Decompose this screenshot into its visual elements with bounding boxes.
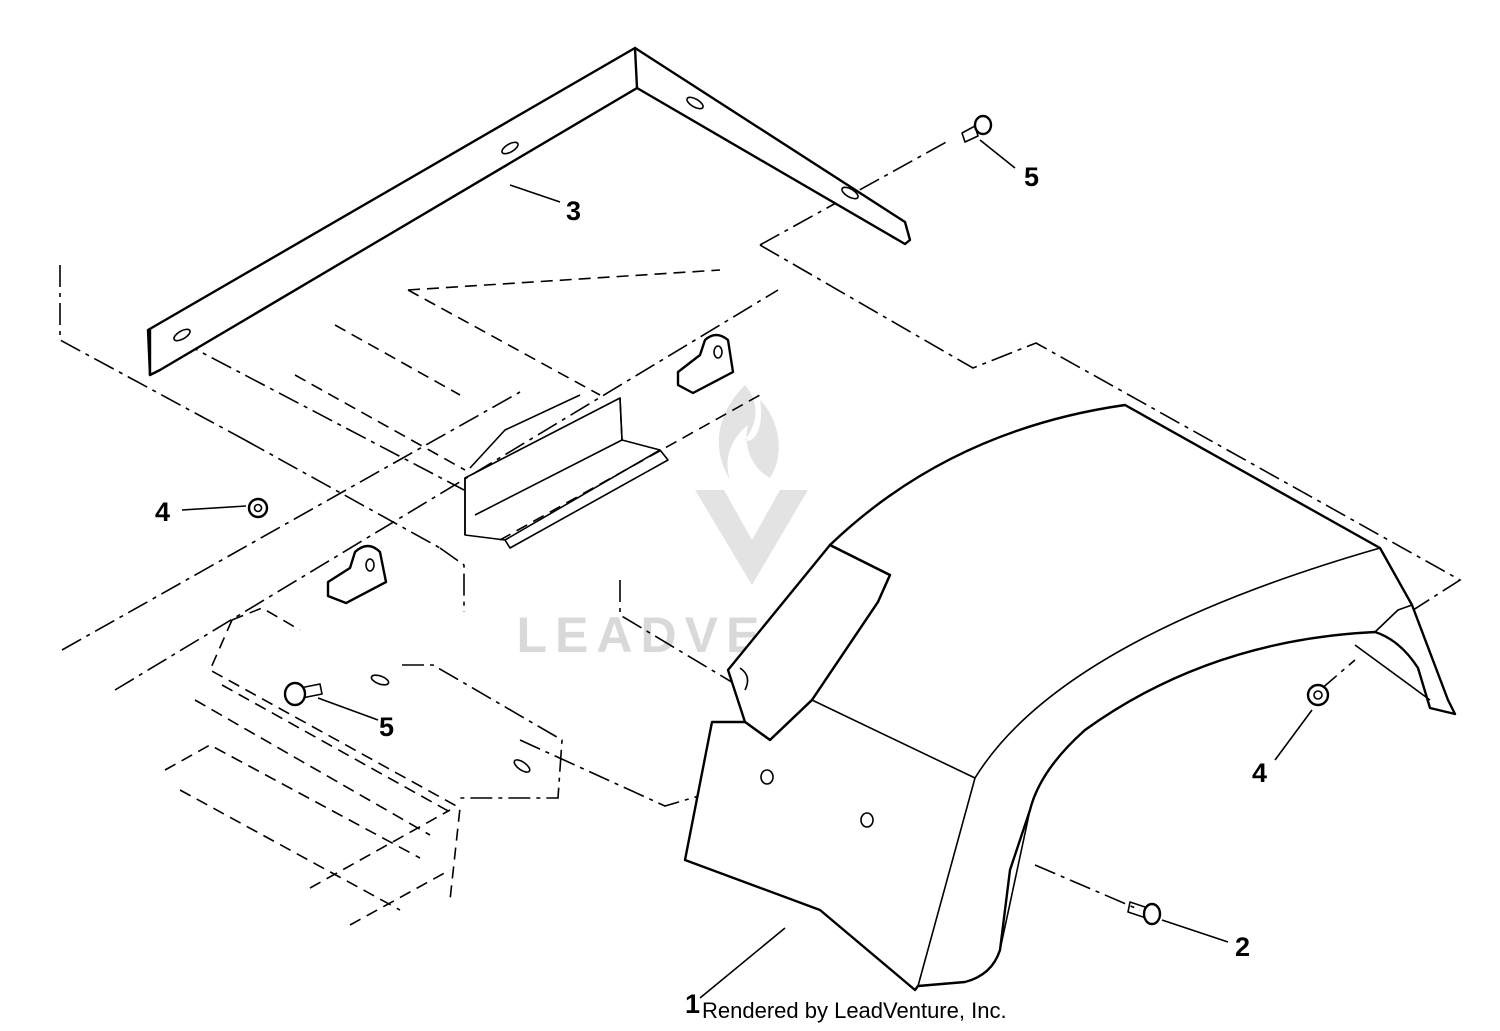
frame-phantom-lines bbox=[59, 139, 1462, 911]
nut-right-part-4 bbox=[1306, 683, 1330, 707]
callout-labels: 5 3 4 5 4 2 1 1 bbox=[155, 162, 1267, 1019]
render-credit: Rendered by LeadVenture, Inc. bbox=[702, 998, 1007, 1023]
label-2: 2 bbox=[1235, 932, 1250, 962]
bolt-left-part-5 bbox=[283, 674, 531, 773]
label-1-visible: 1 bbox=[685, 989, 700, 1019]
bolt-part-2 bbox=[1127, 901, 1162, 926]
angle-bracket-part-3 bbox=[146, 46, 912, 377]
frame-hidden-lines bbox=[164, 269, 761, 926]
leader-lines bbox=[181, 139, 1313, 999]
label-4-left: 4 bbox=[155, 497, 170, 527]
watermark-v-icon bbox=[695, 490, 808, 585]
fender-part-1 bbox=[683, 403, 1457, 992]
label-5-left: 5 bbox=[379, 712, 394, 742]
screw-top-part-5 bbox=[961, 114, 993, 143]
watermark-flame-icon bbox=[718, 385, 779, 480]
nut-left-part-4 bbox=[247, 497, 269, 519]
label-3: 3 bbox=[566, 196, 581, 226]
label-4-right: 4 bbox=[1252, 758, 1267, 788]
label-5-top: 5 bbox=[1024, 162, 1039, 192]
frame-brackets bbox=[326, 333, 735, 605]
hardware bbox=[247, 114, 1330, 926]
